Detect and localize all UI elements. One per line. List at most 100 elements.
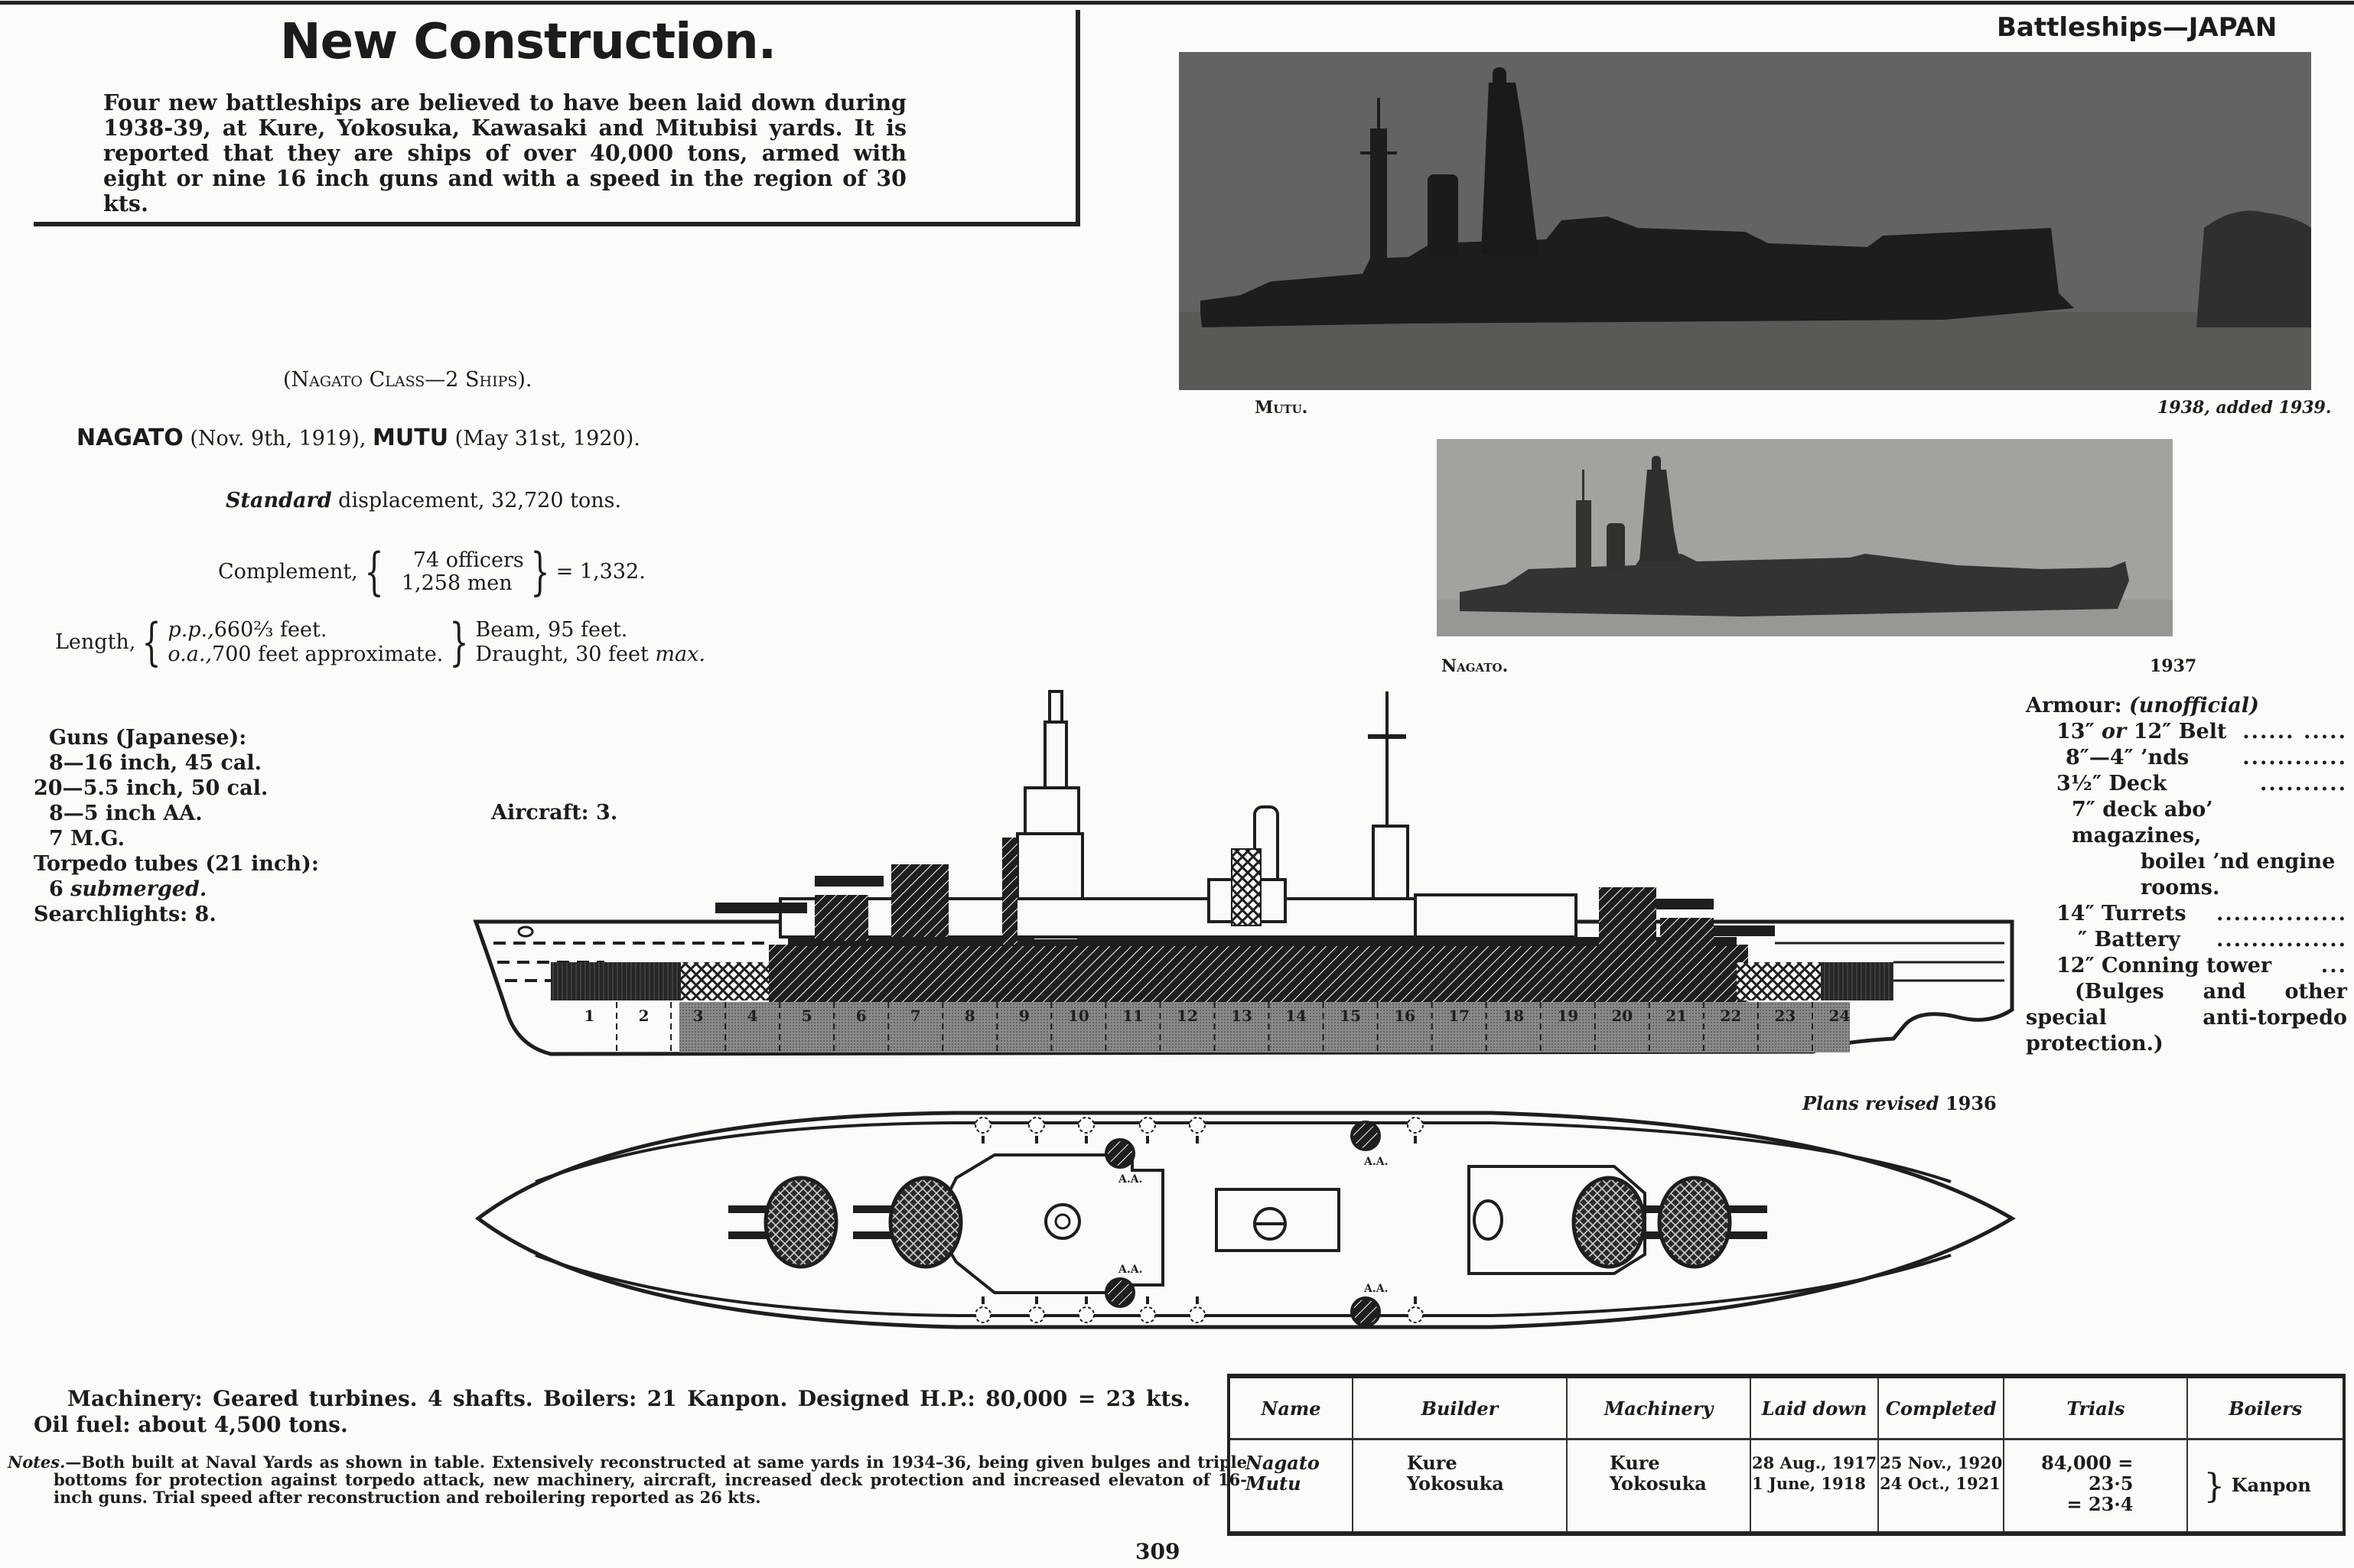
compartment-number: 9 [1019,1007,1030,1025]
armour-line-leader: .......... [2260,772,2347,795]
compartment-number: 5 [802,1007,812,1025]
compartment-number: 2 [639,1007,650,1025]
gun-barrel [1609,1205,1682,1213]
gun-line: 7 M.G. [49,827,125,851]
compartment-number: 10 [1068,1007,1089,1025]
compartment-number: 7 [910,1007,921,1025]
right-brace: } [2203,1466,2225,1506]
gun-mount [1078,1306,1095,1323]
gun-mount [1028,1117,1045,1134]
ship-names-line: NAGATO (Nov. 9th, 1919), MUTU (May 31st,… [77,425,640,452]
photo-nagato-caption: Nagato. [1441,656,1509,676]
col-boilers: Boilers [2187,1378,2343,1440]
notes-paragraph: Notes.—Both built at Naval Yards as show… [8,1453,1247,1506]
compartment-number: 22 [1720,1007,1741,1025]
photo-nagato-credit: 1937 [2150,656,2197,676]
gun-mount [1139,1117,1156,1134]
compartment-number: 11 [1122,1007,1144,1025]
ship-date-mutu: (May 31st, 1920). [448,427,640,451]
gun-line: 8—5 inch AA. [49,802,203,825]
beam-draught-values: Beam, 95 feet. Draught, 30 feet max. [475,618,705,667]
guns-block: Guns (Japanese): 8—16 inch, 45 cal. 20—5… [34,725,319,927]
oa-label: o.a., [168,642,213,666]
compartment-number: 12 [1177,1007,1198,1025]
displacement-label: Standard [226,489,332,512]
right-brace: } [530,542,550,601]
left-brace: { [364,542,384,601]
notes-text: —Both built at Naval Yards as shown in t… [54,1453,1247,1507]
armour-line-leader: ............... [2216,902,2347,926]
gun-mount [975,1306,991,1323]
compartment-number: 15 [1340,1007,1361,1025]
machinery-paragraph: Machinery: Geared turbines. 4 shafts. Bo… [34,1386,1190,1437]
builders-table-grid: Name Builder Machinery Laid down Complet… [1230,1378,2343,1531]
armour-line-label: 7″ deck abo’ magazines, [2072,798,2213,847]
col-builder: Builder [1353,1378,1568,1440]
armour-line-leader: ...... ..... [2242,720,2347,743]
table-header-row: Name Builder Machinery Laid down Complet… [1230,1378,2343,1440]
displacement-line: Standard displacement, 32,720 tons. [226,488,621,514]
cell-trials: 84,000 = 23·5= 23·4 [2004,1439,2189,1531]
compartment-number: 14 [1285,1007,1307,1025]
complement-label: Complement, [218,560,358,584]
gun-mount [975,1117,991,1134]
armour-line: ″ Battery............... [2026,927,2347,953]
complement-total: = 1,332. [555,560,646,584]
dimensions-block: Length, { p.p.,660⅔ feet. o.a.,700 feet … [55,613,705,672]
armour-line: rooms. [2026,875,2347,901]
main-turret [1657,1176,1732,1269]
displacement-value: displacement, 32,720 tons. [331,489,622,512]
ship-plan-view: A.A.A.A.A.A.A.A. [474,1111,2016,1329]
plan-aa-mounts: A.A.A.A.A.A.A.A. [1105,1121,1388,1327]
ship-name-mutu: MUTU [373,425,449,451]
compartment-number: 13 [1231,1007,1252,1025]
photo-mutu-credit: 1938, added 1939. [2157,398,2332,418]
gun-barrel [1695,1205,1767,1213]
compartment-number: 3 [693,1007,704,1025]
aa-mount [1350,1296,1381,1327]
compartment-number: 21 [1665,1007,1687,1025]
armour-line-label: 13″ or 12″ Belt [2056,720,2227,743]
complement-officers: 74 officers [412,548,524,572]
main-turret [888,1176,963,1269]
compartment-number: 19 [1557,1007,1578,1025]
plans-revised-label: Plans revised 1936 [1802,1092,1997,1114]
armour-line-label: boileı ’nd engine [2141,850,2336,873]
compartment-number: 24 [1829,1007,1851,1025]
gun-barrel [728,1205,801,1213]
header-rule-top [0,1,2354,5]
photo-mutu-image [1179,52,2311,390]
page-title: New Construction. [280,14,777,70]
aa-mount [1105,1277,1135,1308]
gun-line: 8—16 inch, 45 cal. [49,751,262,775]
page-number: 309 [1135,1539,1180,1564]
armour-lines: 13″ or 12″ Belt...... .....8″—4″ ’nds...… [2026,719,2347,979]
main-turret [1571,1176,1646,1269]
complement-block: Complement, { 74 officers 1,258 men } = … [218,542,646,601]
complement-men: 1,258 men [401,571,513,595]
gun-barrel [853,1205,926,1213]
col-laid-down: Laid down [1750,1378,1880,1440]
gun-line: 20—5.5 inch, 50 cal. [34,776,269,800]
class-heading: (Nagato Class—2 Ships). [283,368,532,392]
pp-value: 660⅔ feet. [213,618,327,642]
gun-mount [1028,1306,1045,1323]
gun-mount [1189,1306,1206,1323]
gun-barrel [1609,1231,1682,1239]
armour-block: Armour: (unofficial) 13″ or 12″ Belt....… [2026,693,2347,1057]
oa-value: 700 feet approximate. [212,642,444,666]
length-label: Length, [55,630,136,654]
right-brace: } [449,613,469,672]
ship-date-nagato: (Nov. 9th, 1919), [183,427,373,451]
plans-revised-text: Plans revised [1802,1092,1939,1114]
armour-line-leader: ... [2320,954,2347,978]
photo-mutu [1179,52,2311,390]
builders-table: Name Builder Machinery Laid down Complet… [1227,1374,2346,1536]
